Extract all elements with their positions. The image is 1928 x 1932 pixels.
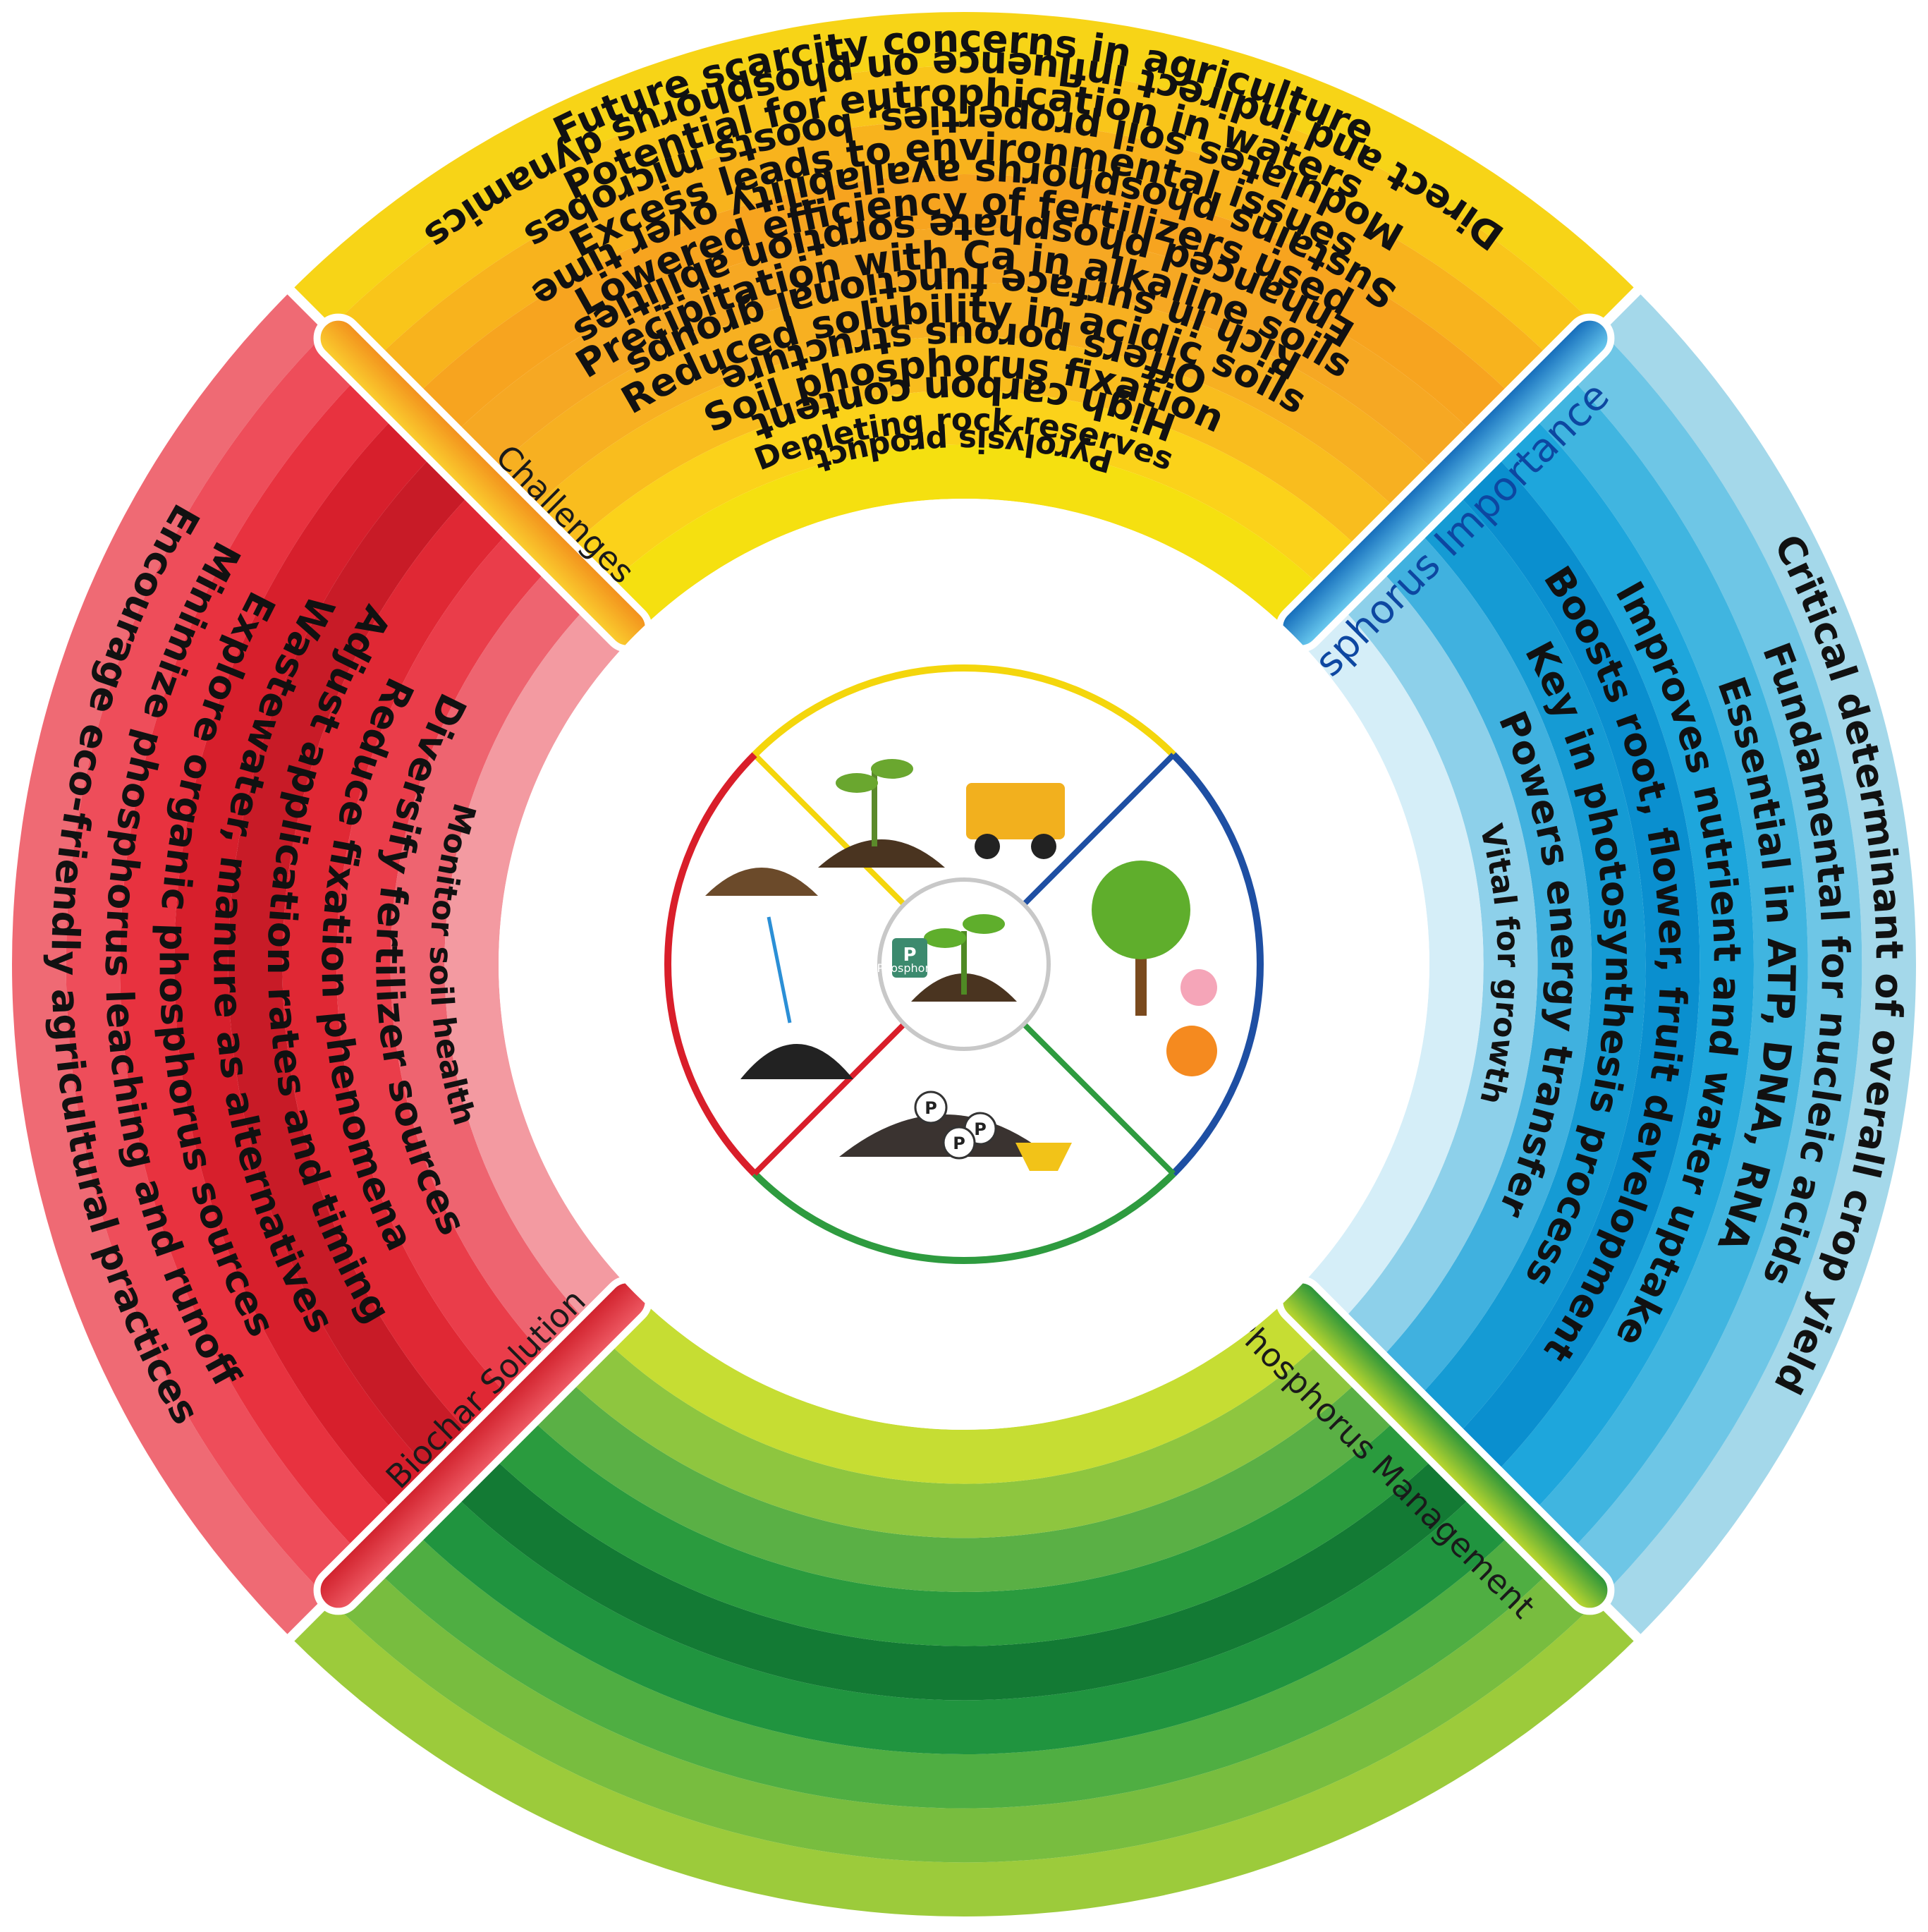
importance-band-6 <box>1408 482 1646 1447</box>
biochar-band-8 <box>390 558 597 1371</box>
management-band-7 <box>520 1370 1408 1592</box>
phosphorus-marker-icon <box>942 1126 976 1160</box>
management-band-4 <box>405 1484 1523 1755</box>
challenges-band-1 <box>291 12 1637 329</box>
importance-band-4 <box>1484 406 1754 1523</box>
biochar-center-ring <box>664 752 757 1177</box>
importance-band-3 <box>1522 367 1808 1562</box>
truck-wheel-icon <box>975 834 1000 859</box>
phosphorus-logo-icon <box>892 938 927 978</box>
seedling-leaf-icon <box>924 928 966 948</box>
wheelbarrow-icon <box>1015 1143 1072 1171</box>
arrow-icon <box>767 916 792 1023</box>
ring-bands <box>12 12 1916 1916</box>
importance-band-5 <box>1446 444 1700 1485</box>
biochar-band-5 <box>228 444 482 1485</box>
management-center-ring <box>752 1171 1176 1264</box>
importance-center-ring <box>1171 752 1264 1177</box>
importance-band-8 <box>1331 558 1538 1371</box>
biochar-band-1 <box>12 291 329 1638</box>
challenges-band-5 <box>444 228 1484 482</box>
importance-band-1 <box>1599 291 1916 1638</box>
phosphorus-logo-label: Phosphorus <box>877 961 942 975</box>
importance-band-9 <box>1293 597 1484 1332</box>
biochar-band-3 <box>120 367 406 1562</box>
phosphorus-marker-icon <box>914 1090 948 1124</box>
biochar-band-4 <box>174 406 444 1523</box>
phosphorus-marker-label: P <box>925 1098 937 1118</box>
challenges-band-9 <box>597 444 1331 636</box>
phosphorus-logo-letter: P <box>903 944 916 966</box>
phosphorus-marker-label: P <box>974 1119 987 1139</box>
flower-icon <box>1180 969 1217 1006</box>
truck-wheel-icon <box>1031 834 1056 859</box>
challenges-band-6 <box>482 282 1446 521</box>
management-band-2 <box>329 1561 1599 1863</box>
challenges-band-8 <box>558 390 1370 597</box>
challenges-band-2 <box>329 66 1599 367</box>
biochar-center-divider <box>752 1022 906 1176</box>
biochar-band-9 <box>444 597 635 1332</box>
challenges-center-ring <box>752 664 1176 758</box>
charcoal-pile-icon <box>740 1044 853 1079</box>
biochar-band-6 <box>282 482 520 1447</box>
dump-truck-icon <box>966 783 1065 839</box>
soil-mound-icon <box>818 839 945 868</box>
phosphorus-marker-label: P <box>953 1134 965 1153</box>
seedling-leaf-icon <box>963 914 1005 934</box>
management-band-6 <box>482 1408 1446 1646</box>
management-band-9 <box>597 1293 1331 1484</box>
organic-waste-icon <box>705 868 818 896</box>
challenges-center-divider <box>752 753 906 906</box>
challenges-band-7 <box>520 336 1408 559</box>
challenges-band-3 <box>367 120 1561 406</box>
leaf-icon <box>871 759 913 779</box>
management-band-5 <box>444 1446 1484 1701</box>
biochar-band-7 <box>336 520 559 1409</box>
fruit-icon <box>1166 1026 1217 1076</box>
leaf-icon <box>836 773 878 793</box>
importance-center-divider <box>1022 753 1176 906</box>
management-band-1 <box>291 1599 1637 1916</box>
management-band-8 <box>558 1331 1370 1538</box>
importance-band-7 <box>1369 520 1592 1409</box>
tree-icon <box>1092 861 1190 959</box>
management-band-3 <box>367 1522 1561 1809</box>
biochar-band-2 <box>66 329 367 1600</box>
management-center-divider <box>1022 1022 1176 1176</box>
importance-band-2 <box>1561 329 1862 1600</box>
challenges-band-4 <box>405 174 1523 444</box>
